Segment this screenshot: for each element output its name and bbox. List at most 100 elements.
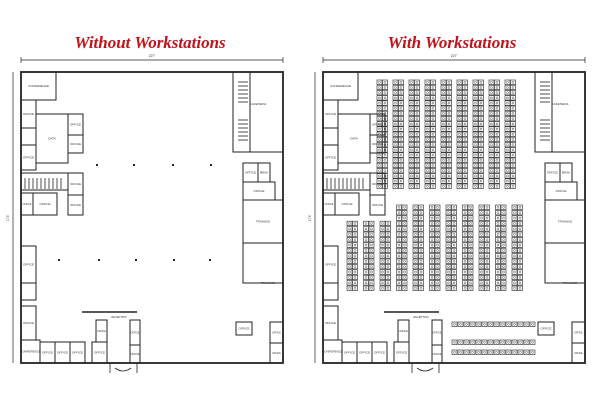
workstation [418, 247, 424, 253]
room-office [369, 194, 386, 216]
workstation [495, 204, 501, 210]
workstation [398, 142, 404, 148]
workstation-chair [394, 117, 397, 120]
workstation-chair [495, 122, 499, 126]
workstation-chair [447, 185, 451, 188]
workstation [462, 183, 468, 189]
workstation-chair [485, 287, 489, 290]
workstation [408, 110, 415, 116]
workstation [451, 247, 457, 253]
room-label-office: OFFICE [399, 330, 408, 333]
workstation [414, 178, 420, 184]
workstation [500, 237, 507, 243]
workstation-chair [383, 138, 387, 141]
workstation [445, 215, 452, 221]
workstation-chair [496, 211, 500, 214]
workstation [456, 147, 463, 153]
room-office [67, 134, 84, 154]
workstation [472, 157, 479, 163]
workstation [363, 253, 369, 259]
workstation [517, 264, 523, 270]
workstation [368, 226, 375, 232]
workstation-chair [490, 107, 493, 110]
workstation [414, 152, 420, 158]
workstation-chair [469, 260, 472, 263]
workstation [494, 116, 500, 122]
workstation [379, 220, 386, 226]
workstation [445, 258, 452, 264]
workstation-chair [474, 179, 477, 183]
workstation-chair [414, 238, 417, 241]
workstation [392, 126, 399, 132]
workstation-chair [525, 323, 528, 326]
workstation-chair [381, 243, 384, 247]
workstation [510, 126, 516, 132]
workstation-chair [485, 260, 489, 263]
workstation [412, 274, 419, 281]
workstation-chair [397, 254, 401, 258]
column [135, 259, 137, 261]
workstation [429, 220, 435, 226]
workstation-chair [348, 287, 351, 290]
workstation-chair [419, 287, 423, 290]
workstation-chair [431, 107, 435, 110]
workstation-chair [490, 159, 493, 162]
workstation [504, 147, 511, 153]
workstation-chair [383, 133, 387, 136]
workstation [385, 220, 391, 226]
workstation [398, 157, 404, 163]
workstation-chair [399, 159, 403, 162]
workstation-chair [383, 96, 387, 100]
workstation-chair [442, 91, 445, 94]
workstation-chair [474, 153, 477, 157]
workstation [517, 274, 523, 281]
workstation [346, 264, 353, 270]
workstation [495, 264, 501, 270]
workstation-chair [431, 169, 435, 172]
room-label-conference: CONFERENCE [330, 84, 351, 88]
workstation-chair [410, 91, 413, 94]
room-office [397, 319, 410, 343]
room-label-conference: CONFERENCE [20, 350, 41, 354]
workstation [504, 95, 511, 101]
workstation-chair [414, 233, 417, 236]
restrooms [534, 71, 553, 153]
workstation [440, 142, 447, 148]
workstation [408, 162, 415, 168]
workstation [346, 269, 353, 275]
workstation-chair [431, 122, 435, 126]
workstation-chair [513, 206, 516, 209]
workstation [430, 84, 436, 90]
workstation-chair [410, 127, 413, 131]
workstation-chair [415, 96, 419, 100]
workstation [446, 173, 452, 179]
workstation [462, 142, 468, 148]
workstation [396, 247, 402, 253]
workstation [488, 90, 495, 96]
workstation-chair [415, 117, 419, 120]
workstation [429, 204, 435, 210]
workstation-chair [378, 164, 381, 167]
workstation [462, 147, 468, 153]
workstation-chair [447, 112, 451, 115]
workstation [363, 226, 369, 232]
workstation [504, 105, 511, 111]
workstation [523, 339, 530, 345]
workstation-chair [463, 107, 467, 110]
workstation-chair [480, 233, 483, 236]
workstation-chair [431, 86, 435, 89]
column [98, 259, 100, 261]
workstation [478, 215, 485, 221]
workstation-chair [419, 206, 423, 209]
room-label-office: OFFICE [325, 112, 336, 116]
workstation-chair [502, 233, 505, 236]
workstation [440, 131, 447, 137]
workstation-chair [430, 254, 434, 258]
workstation [504, 126, 511, 132]
workstation-chair [410, 174, 413, 178]
workstation-chair [430, 287, 434, 290]
workstation-chair [469, 254, 472, 258]
workstation-chair [479, 133, 483, 136]
workstation-chair [399, 122, 403, 126]
workstation-chair [430, 260, 434, 263]
